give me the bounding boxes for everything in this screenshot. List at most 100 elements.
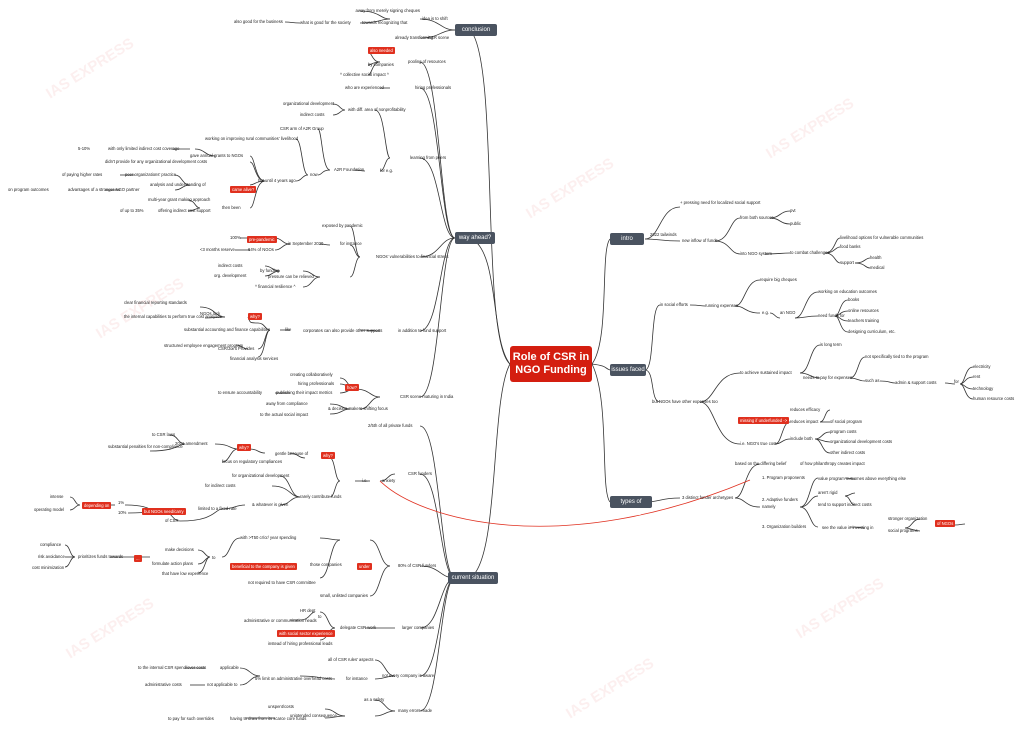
red-tag-also-needed: also needed bbox=[368, 47, 395, 54]
node: structured employee engagement program bbox=[164, 343, 244, 348]
node: not every company is aware bbox=[382, 673, 435, 678]
node: org. development bbox=[214, 273, 247, 278]
node: the internal capabilities to perform tru… bbox=[124, 314, 222, 319]
node: to ensure accountability bbox=[218, 390, 262, 395]
node: reduces efficacy bbox=[790, 407, 821, 412]
node: 80% of CSR funders bbox=[398, 563, 437, 568]
node: by funding bbox=[260, 268, 280, 273]
red-tag-ngos-need: but NGOs need/carry bbox=[142, 508, 186, 515]
node: analysis and understanding of bbox=[150, 182, 206, 187]
node: CSR scene bbox=[428, 35, 450, 40]
node: new inflow of funds bbox=[682, 238, 718, 243]
node: away from compliance bbox=[266, 401, 308, 406]
node: social programs bbox=[888, 528, 918, 533]
node: teachers training bbox=[848, 318, 879, 323]
node: 1% bbox=[118, 500, 125, 505]
red-tag-of-ngos: of NGOs bbox=[935, 520, 956, 527]
node: operating model bbox=[34, 507, 65, 512]
node: small, unlisted companies bbox=[320, 593, 368, 598]
node: to combat challenges bbox=[790, 250, 830, 255]
node: 2022 tailwinds bbox=[650, 232, 677, 237]
node: indirect costs bbox=[300, 112, 325, 117]
node: CSR/Joint Provides bbox=[218, 346, 255, 351]
node: working on education outcomes bbox=[818, 289, 877, 294]
node: of paying higher rates bbox=[62, 172, 103, 177]
red-tag-pre-pandemic: pre-pandemic bbox=[247, 236, 277, 243]
node: in addition to fund support bbox=[398, 328, 447, 333]
node: CSR arm of A2R Group bbox=[280, 126, 324, 131]
node: administrative costs bbox=[145, 682, 182, 687]
node: food banks bbox=[840, 244, 861, 249]
node: stronger organization bbox=[888, 516, 928, 521]
node: formulate action plans bbox=[152, 561, 193, 566]
node: then been bbox=[222, 205, 241, 210]
node: tend to support indirect costs bbox=[818, 502, 872, 507]
node: books bbox=[848, 297, 860, 302]
node: corporates can also provide other suppor… bbox=[303, 328, 383, 333]
node: pvt bbox=[790, 208, 796, 213]
node: intense bbox=[50, 494, 64, 499]
node: 3. Organization builders bbox=[762, 524, 807, 529]
node: needs to pay for expenses bbox=[803, 375, 853, 380]
red-tag-company: beneficial to the company is given bbox=[230, 563, 297, 570]
node: to CSR laws bbox=[152, 432, 176, 437]
central-topic[interactable]: Role of CSR in NGO Funding bbox=[510, 346, 592, 382]
hub-types-of-funders[interactable]: types of funders bbox=[610, 496, 652, 517]
node: anxiety bbox=[382, 478, 396, 483]
node: ^ collective social impact ^ bbox=[340, 72, 389, 77]
node: 2021 amendment bbox=[175, 441, 208, 446]
node: delegate CSR work bbox=[340, 625, 377, 630]
node: but NGOs have other expenses too bbox=[652, 399, 718, 404]
node: cost minimization bbox=[32, 565, 65, 570]
node: all of CSR rules' aspects bbox=[328, 657, 374, 662]
node: as a safety bbox=[364, 697, 385, 702]
node: based on the differing belief bbox=[735, 461, 787, 466]
node: organizational development costs bbox=[830, 439, 893, 444]
node: by companies bbox=[368, 62, 394, 67]
node: to achieve sustained impact bbox=[740, 370, 792, 375]
node: unspent/costs bbox=[268, 704, 294, 709]
red-tag-why: why? bbox=[321, 452, 335, 459]
node: but until 4 years ago bbox=[258, 178, 296, 183]
node: livelihood options for vulnerable commun… bbox=[840, 235, 924, 240]
node: not specifically tied to the program bbox=[865, 354, 929, 359]
node: for indirect costs bbox=[205, 483, 236, 488]
red-tag-why: why? bbox=[248, 313, 262, 320]
node: of up to 35% bbox=[120, 208, 144, 213]
trunk-current bbox=[469, 363, 511, 579]
node: not applicable to bbox=[207, 682, 238, 687]
node: other indirect costs bbox=[830, 450, 866, 455]
node: technology bbox=[973, 386, 994, 391]
node: substantial accounting and finance capab… bbox=[184, 327, 271, 332]
node: hiring professionals bbox=[298, 381, 335, 386]
node: health bbox=[870, 255, 882, 260]
node: multi-year grant making approach bbox=[148, 197, 211, 202]
node: HR dept bbox=[300, 608, 316, 613]
node: applicable bbox=[220, 665, 239, 670]
hub-conclusion[interactable]: conclusion bbox=[455, 24, 497, 36]
node: gave annual grants to NGOs bbox=[190, 153, 244, 158]
node: many errors made bbox=[398, 708, 432, 713]
node: away from merely signing cheques bbox=[355, 8, 420, 13]
hub-intro[interactable]: intro bbox=[610, 233, 644, 245]
node: that have low experience bbox=[162, 571, 209, 576]
node: include both bbox=[790, 436, 813, 441]
node: to pay for such overrides bbox=[168, 716, 214, 721]
node: working on improving rural communities' … bbox=[205, 136, 299, 141]
node: gentle because of bbox=[275, 451, 309, 456]
red-tag-question: came alive? bbox=[230, 186, 257, 193]
node: publishing their impact metrics bbox=[276, 390, 333, 395]
node: pooling of resources bbox=[408, 59, 446, 64]
red-tag-missing: missing if underfunded -> bbox=[738, 417, 790, 424]
node: in September 2020 bbox=[288, 241, 324, 246]
hub-current-situation[interactable]: current situation bbox=[448, 572, 498, 584]
node: <3 months reserve bbox=[200, 247, 235, 252]
red-tag-how: how? bbox=[345, 384, 360, 391]
hub-way-ahead[interactable]: way ahead? bbox=[455, 232, 495, 244]
node: need funds for bbox=[818, 313, 845, 318]
node: support bbox=[840, 260, 854, 265]
hub-issues-faced[interactable]: issues faced bbox=[610, 364, 646, 376]
node: NGOs lack bbox=[200, 311, 221, 316]
node: admin & support costs bbox=[895, 380, 937, 385]
